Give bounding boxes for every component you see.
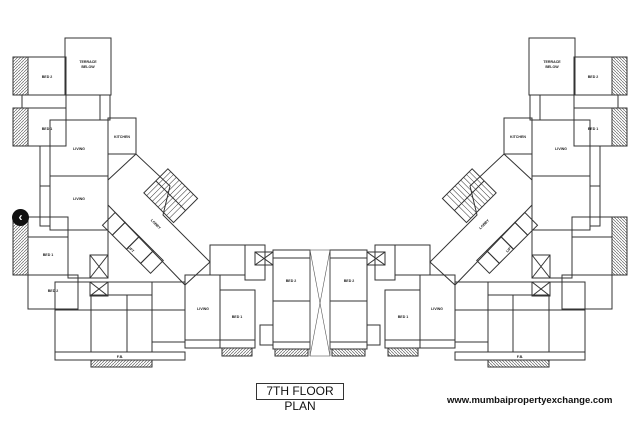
label-bed1-center-right: BED 1 [398, 315, 409, 319]
label-bed1-center: BED 1 [232, 315, 243, 319]
previous-image-button[interactable]: ‹ [12, 209, 29, 226]
label-kitchen-right: KITCHEN [510, 135, 526, 139]
label-bed2: BED 2 [42, 75, 53, 79]
label-bed1-right: BED 1 [588, 127, 599, 131]
floor-plan-title: 7TH FLOOR PLAN [256, 383, 344, 413]
label-terrace: TERRACE [79, 60, 97, 64]
label-bed2-center-right: BED 2 [344, 279, 355, 283]
label-bed2-center: BED 2 [286, 279, 297, 283]
label-living-center-right: LIVING [431, 307, 443, 311]
label-bed1-mid: BED 1 [43, 253, 54, 257]
label-bed2-mid: BED 2 [48, 289, 59, 293]
label-below: BELOW [81, 65, 95, 69]
label-living-right: LIVING [555, 147, 567, 151]
left-wing [12, 37, 311, 368]
chevron-left-icon: ‹ [18, 210, 23, 224]
label-fb-right: F.B. [517, 355, 523, 359]
label-terrace-right: TERRACE [543, 60, 561, 64]
watermark-url: www.mumbaipropertyexchange.com [447, 395, 613, 406]
label-lift-right: LIFT [505, 245, 514, 254]
label-lobby: LOBBY [150, 218, 162, 230]
label-lift: LIFT [127, 245, 136, 254]
label-living-2: LIVING [73, 197, 85, 201]
label-lobby-right: LOBBY [478, 218, 490, 230]
label-kitchen: KITCHEN [114, 135, 130, 139]
label-fb: F.B. [117, 355, 123, 359]
label-below-right: BELOW [545, 65, 559, 69]
label-living: LIVING [73, 147, 85, 151]
right-wing [329, 37, 628, 368]
central-void [309, 249, 331, 357]
label-living-center: LIVING [197, 307, 209, 311]
label-bed1: BED 1 [42, 127, 53, 131]
label-bed2-right: BED 2 [588, 75, 599, 79]
